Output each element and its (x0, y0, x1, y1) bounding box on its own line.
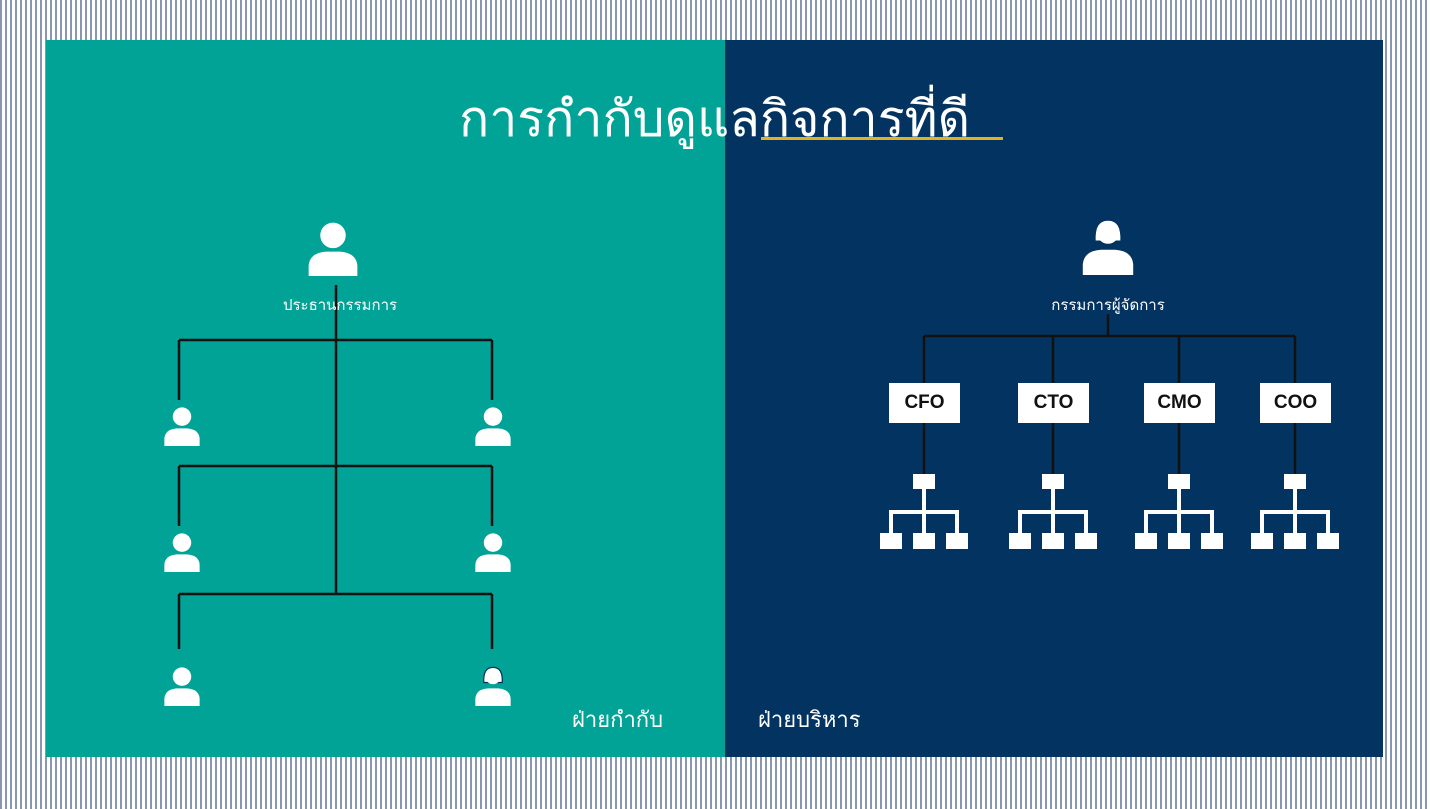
org-chart-icon-node (1284, 533, 1306, 549)
exec-box-cto: CTO (1018, 383, 1089, 423)
governance-label: ฝ่ายกำกับ (572, 708, 664, 733)
org-chart-icon-node (1075, 533, 1097, 549)
org-chart-icon-node (1135, 533, 1157, 549)
managing-director-label: กรรมการผู้จัดการ (1051, 296, 1165, 314)
director-icon (161, 404, 203, 446)
org-chart-icon (1042, 474, 1064, 489)
org-chart-icon-node (880, 533, 902, 549)
director-icon (472, 664, 514, 706)
org-chart-icon-node (1317, 533, 1339, 549)
org-chart-icon-node (1201, 533, 1223, 549)
org-chart-icon (1284, 474, 1306, 489)
org-chart-icon-node (913, 533, 935, 549)
management-label: ฝ่ายบริหาร (758, 708, 861, 733)
org-chart-icon-node (1042, 533, 1064, 549)
exec-box-cmo: CMO (1144, 383, 1215, 423)
director-icon (161, 664, 203, 706)
exec-box-cfo: CFO (889, 383, 960, 423)
chairman-icon (304, 218, 362, 276)
governance-panel (46, 40, 725, 757)
org-chart-icon-node (1251, 533, 1273, 549)
org-chart-icon-node (946, 533, 968, 549)
org-chart-icon (913, 474, 935, 489)
chairman-label: ประธานกรรมการ (282, 296, 398, 314)
slide: การกำกับดูแลกิจการที่ดี ประธานกรรมการ กร… (46, 40, 1383, 757)
managing-director-icon (1078, 215, 1138, 275)
org-chart-icon-node (1168, 533, 1190, 549)
director-icon (161, 530, 203, 572)
director-icon (472, 530, 514, 572)
page-title: การกำกับดูแลกิจการที่ดี (458, 90, 971, 148)
org-chart-icon-node (1009, 533, 1031, 549)
exec-box-coo: COO (1260, 383, 1331, 423)
title-underline (761, 137, 1003, 140)
org-chart-icon (1168, 474, 1190, 489)
director-icon (472, 404, 514, 446)
org-lines (177, 285, 1339, 649)
